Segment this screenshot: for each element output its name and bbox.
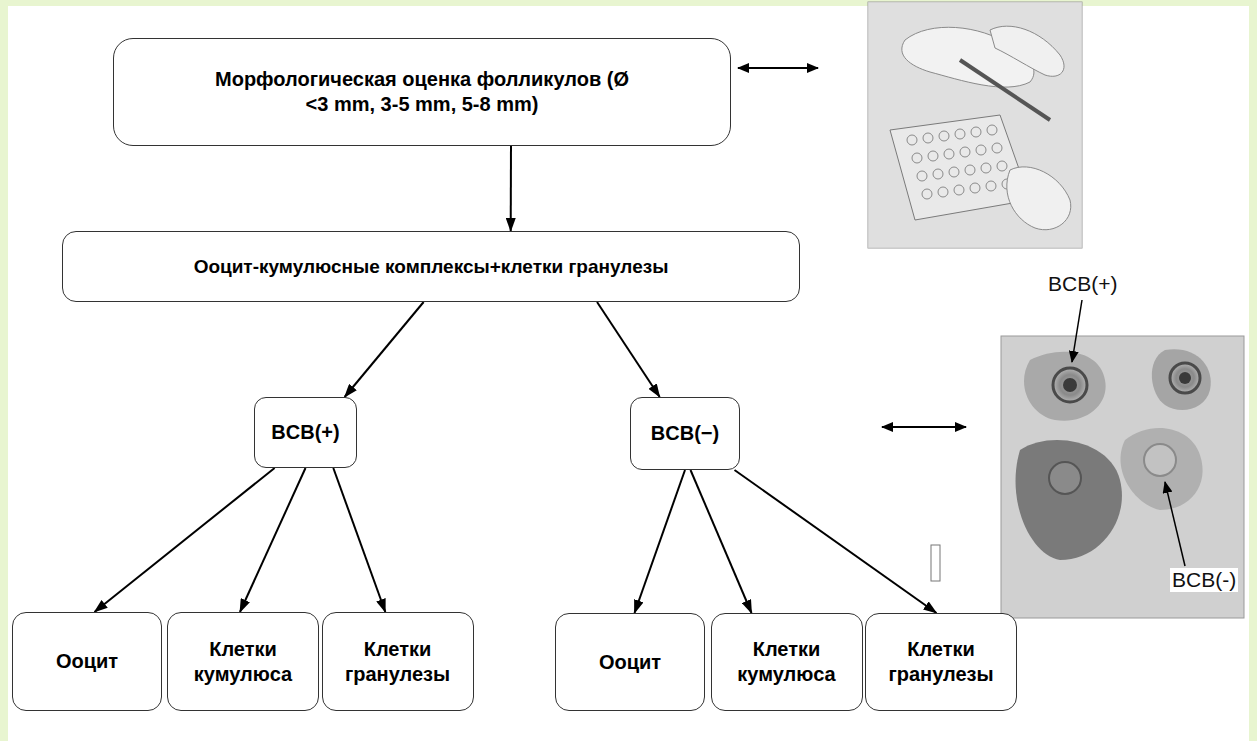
- oocyte-micrograph: [1001, 300, 1244, 618]
- double-arrow: [882, 426, 966, 428]
- process-box: Клетки кумулюса: [711, 613, 863, 711]
- box-text: Клетки кумулюса: [719, 637, 855, 687]
- double-arrow: [738, 67, 818, 69]
- box-text: Ооцит: [56, 649, 118, 674]
- process-box: Ооцит: [555, 613, 705, 711]
- box-text: Ооцит: [599, 650, 661, 675]
- box-text: Ооцит-кумулюсные комплексы+клетки гранул…: [194, 255, 669, 279]
- flow-arrow: [333, 468, 385, 612]
- box-text: BCB(−): [651, 421, 719, 446]
- process-box: BCB(+): [254, 397, 357, 468]
- box-text: Клетки кумулюса: [175, 637, 311, 687]
- flow-arrow: [510, 146, 512, 231]
- process-box: Ооцит: [12, 612, 162, 711]
- flow-arrow: [240, 468, 306, 612]
- process-box: Клетки гранулезы: [322, 612, 474, 711]
- process-box: BCB(−): [630, 397, 740, 470]
- process-box: Клетки кумулюса: [167, 612, 319, 711]
- flow-arrow: [735, 470, 937, 613]
- box-text: BCB(+): [271, 420, 339, 445]
- lab-photo: [868, 2, 1082, 248]
- flow-arrow: [95, 468, 275, 612]
- flow-arrow: [345, 302, 424, 397]
- flow-arrow: [691, 470, 752, 613]
- process-box: Морфологическая оценка фолликулов (Ø <3 …: [113, 38, 731, 146]
- process-box: Ооцит-кумулюсные комплексы+клетки гранул…: [62, 231, 800, 302]
- flow-arrow: [597, 302, 660, 397]
- flow-arrow: [635, 470, 686, 613]
- box-text: Клетки гранулезы: [873, 637, 1009, 687]
- box-text: Клетки гранулезы: [330, 637, 466, 687]
- box-text: Морфологическая оценка фолликулов (Ø <3 …: [207, 67, 637, 117]
- callout-label: BCB(-): [1170, 568, 1238, 592]
- callout-label: BCB(+): [1046, 272, 1119, 296]
- empty-mark: [931, 545, 940, 581]
- process-box: Клетки гранулезы: [865, 613, 1017, 711]
